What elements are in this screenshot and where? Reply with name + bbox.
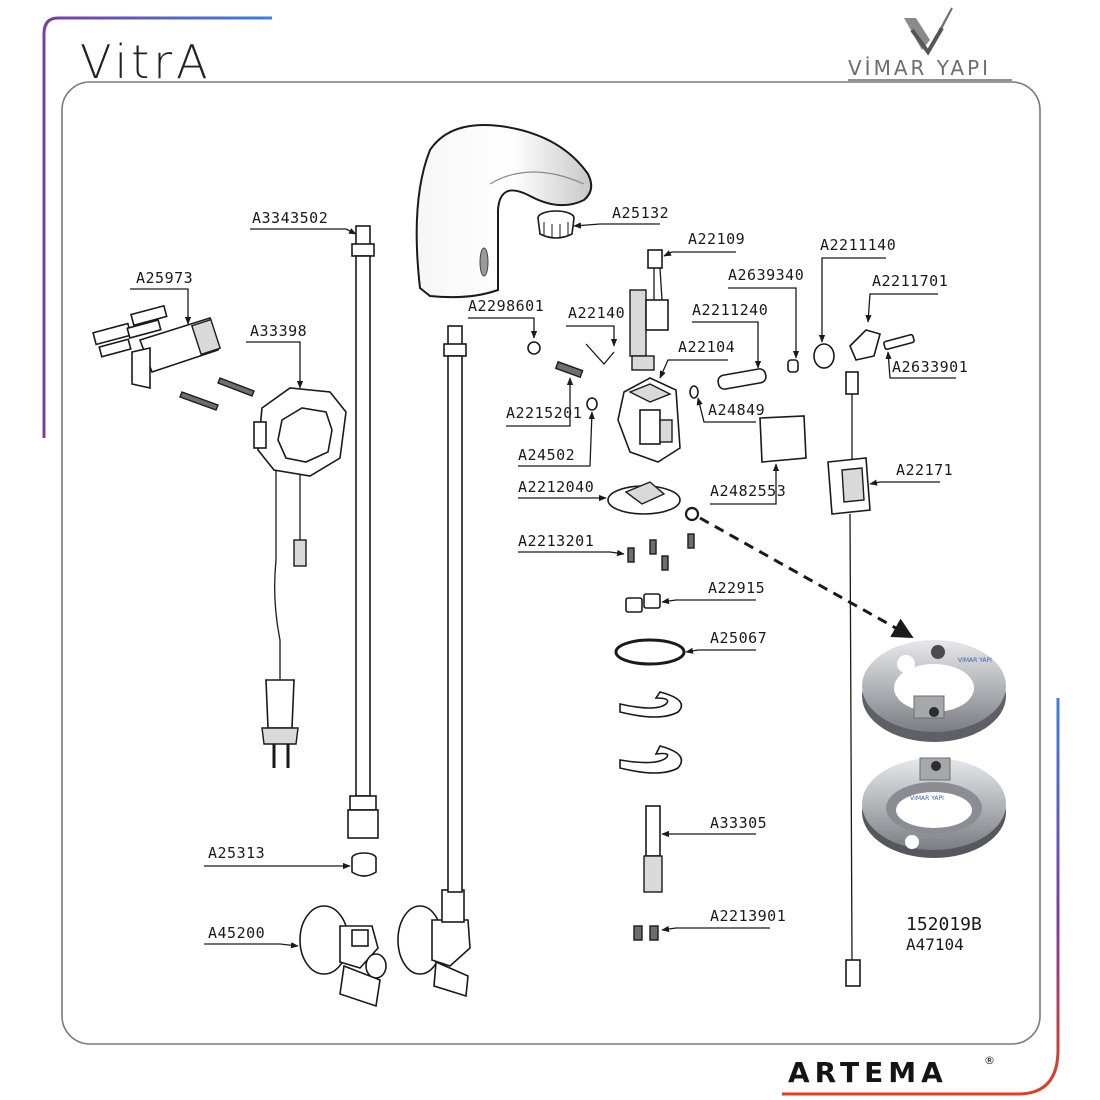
- bottom-screws-drawing: [633, 925, 659, 941]
- label-A45200: A45200: [208, 924, 265, 942]
- threaded-stud-drawing: [643, 805, 663, 893]
- label-A25313: A25313: [208, 844, 265, 862]
- label-A2298601: A2298601: [468, 297, 544, 315]
- label-A2213901: A2213901: [710, 907, 786, 925]
- aerator-drawing: [537, 210, 575, 239]
- model-subcode: A47104: [906, 935, 964, 954]
- label-A25132: A25132: [612, 204, 669, 222]
- angle-valve-right-drawing: [397, 889, 471, 998]
- label-A2212040: A2212040: [518, 478, 594, 496]
- lower-ring-photo: VIMAR YAPI: [862, 757, 1006, 858]
- wall-bracket-drawing: [92, 304, 255, 411]
- small-screw-parts-drawing: [527, 329, 915, 411]
- strainer-drawing: [351, 852, 377, 877]
- flexible-hose-right-drawing: [443, 325, 467, 893]
- svg-text:ARTEMA: ARTEMA: [788, 1056, 948, 1089]
- label-A2211701: A2211701: [872, 272, 948, 290]
- model-code-block: 152019B A47104: [906, 914, 982, 954]
- upper-ring-photo: VIMAR YAPI: [862, 640, 1006, 742]
- label-A2211140: A2211140: [820, 236, 896, 254]
- label-A33398: A33398: [250, 322, 307, 340]
- label-A22140: A22140: [568, 304, 625, 322]
- screws-drawing: [627, 533, 695, 571]
- vimar-yapi-logo: VİMAR YAPI: [848, 7, 1012, 81]
- flexible-hose-left-drawing: [347, 225, 379, 839]
- svg-text:VİMAR YAPI: VİMAR YAPI: [848, 56, 991, 80]
- dashed-callout-arrow: [699, 516, 914, 639]
- label-A22109: A22109: [688, 230, 745, 248]
- artema-logo: ARTEMA ®: [788, 1054, 995, 1089]
- label-A2215201: A2215201: [506, 404, 582, 422]
- label-A2213201: A2213201: [518, 532, 594, 550]
- label-A24502: A24502: [518, 446, 575, 464]
- label-A2633901: A2633901: [892, 358, 968, 376]
- o-ring-drawing: [614, 638, 686, 666]
- label-A25067: A25067: [710, 629, 767, 647]
- nuts-drawing: [625, 593, 661, 613]
- solenoid-stack-drawing: [629, 249, 669, 371]
- vitra-logo: VitrA: [80, 35, 212, 89]
- svg-text:VitrA: VitrA: [80, 35, 212, 89]
- angle-valve-left-drawing: [299, 905, 387, 1008]
- svg-text:®: ®: [984, 1054, 995, 1067]
- faucet-body-drawing: [415, 124, 593, 299]
- control-unit-drawing: [827, 371, 871, 987]
- label-A22104: A22104: [678, 338, 735, 356]
- sensor-box-drawing: [253, 387, 347, 768]
- mounting-plate-drawing: [607, 481, 700, 522]
- label-A22171: A22171: [896, 461, 953, 479]
- label-A25973: A25973: [136, 269, 193, 287]
- model-code: 152019B: [906, 914, 982, 935]
- label-A2211240: A2211240: [692, 301, 768, 319]
- label-A22915: A22915: [708, 579, 765, 597]
- retaining-clips-drawing: [619, 691, 683, 774]
- label-A24849: A24849: [708, 401, 765, 419]
- svg-text:VIMAR YAPI: VIMAR YAPI: [958, 657, 992, 664]
- label-A2482553: A2482553: [710, 482, 786, 500]
- part-labels: A3343502 A25973 A33398 A25132 A22109 A22…: [130, 204, 968, 949]
- label-A3343502: A3343502: [252, 209, 328, 227]
- valve-housing-drawing: [617, 377, 681, 463]
- label-A33305: A33305: [710, 814, 767, 832]
- decorative-accent-lines: [42, 16, 1060, 1096]
- label-A2639340: A2639340: [728, 266, 804, 284]
- svg-text:VIMAR YAPI: VIMAR YAPI: [910, 795, 944, 802]
- sensor-card-drawing: [759, 415, 807, 463]
